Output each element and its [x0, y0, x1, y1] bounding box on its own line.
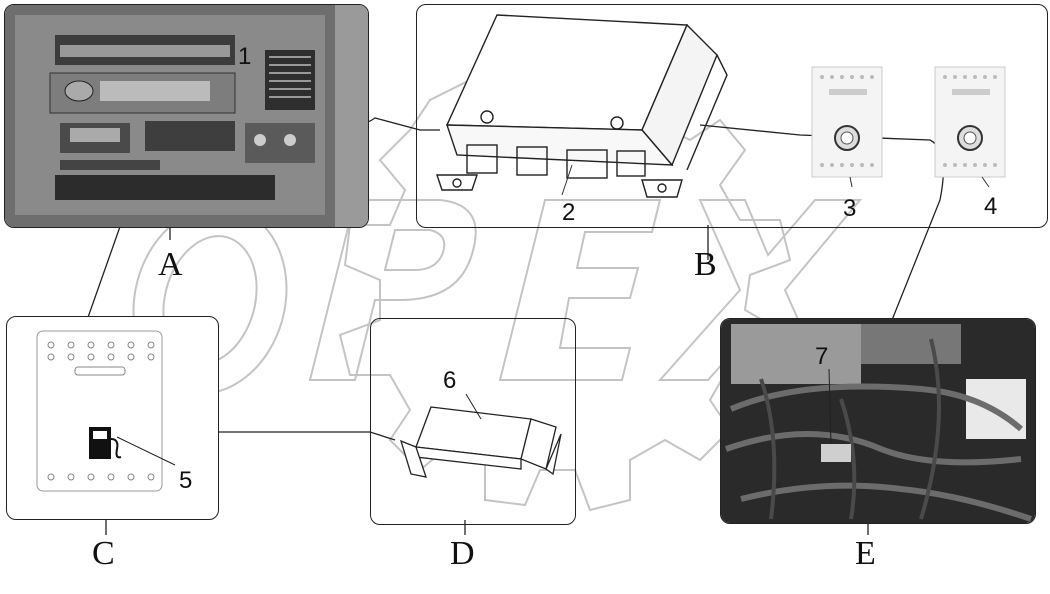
panel-a: 1 [4, 4, 369, 228]
bracket-drawing [399, 393, 562, 478]
label-c: C [92, 535, 115, 572]
callout-6: 6 [443, 367, 457, 394]
label-e: E [855, 535, 876, 572]
connector-c-drawing [36, 330, 176, 492]
callout-2: 2 [562, 199, 576, 226]
dashboard-photo [5, 5, 368, 227]
panel-d: 6 [370, 318, 576, 525]
callout-3: 3 [843, 195, 857, 222]
control-unit-drawing [436, 14, 1006, 198]
callout-1: 1 [238, 43, 252, 70]
callout-5: 5 [179, 467, 193, 494]
callout-7: 7 [813, 343, 831, 370]
label-d: D [450, 535, 475, 572]
label-b: B [694, 246, 717, 283]
panel-c: 5 [6, 316, 219, 520]
label-a: A [158, 246, 183, 283]
panel-e: 7 [720, 318, 1036, 524]
engine-bay-photo [721, 319, 1035, 523]
fuel-pump-icon [89, 427, 122, 459]
callout-4: 4 [984, 193, 998, 220]
panel-b: 2 3 4 [416, 4, 1048, 228]
